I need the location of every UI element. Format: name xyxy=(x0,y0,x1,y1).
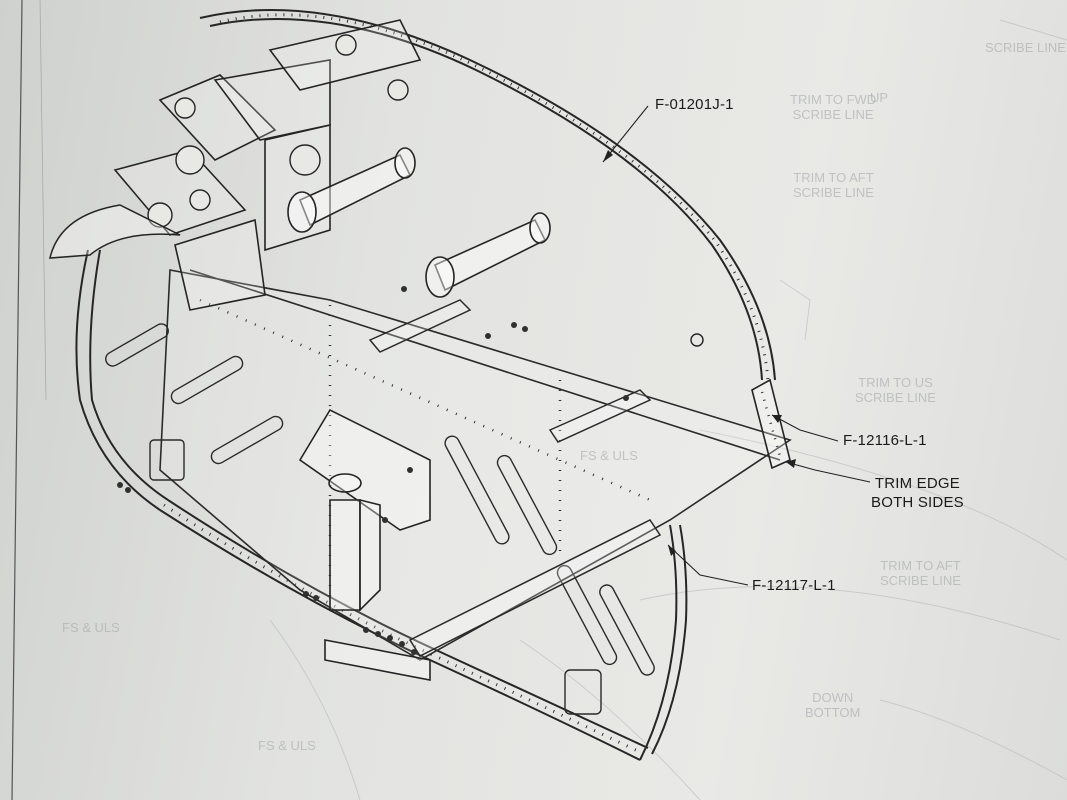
bleed-through-lines xyxy=(269,19,1067,800)
bottom-nutplate-brackets xyxy=(117,286,629,655)
ghost-trim-aft-top-line1: TRIM TO AFT xyxy=(793,170,874,185)
right-side-angle xyxy=(751,378,791,470)
outer-skin-outline xyxy=(75,9,776,511)
ghost-trim-aft-top-line2: SCRIBE LINE xyxy=(793,185,874,200)
callout-trim-edge-note: TRIM EDGE BOTH SIDES xyxy=(871,474,964,512)
ghost-scribe-edge: SCRIBE LINE xyxy=(985,40,1066,55)
floor-panel xyxy=(159,269,792,661)
ghost-trim-aft-low-line1: TRIM TO AFT xyxy=(880,558,961,573)
cross-member-channels xyxy=(368,299,662,657)
callout-arrowheads xyxy=(603,150,796,556)
forward-frame-structure xyxy=(113,19,422,311)
ghost-down-line2: BOTTOM xyxy=(805,705,861,720)
ghost-down-line1: DOWN xyxy=(812,690,854,705)
ghost-fs-uls-2: FS & ULS xyxy=(62,620,120,635)
tubular-cross-members xyxy=(287,147,551,298)
callout-skin-part-number: F-01201J-1 xyxy=(655,96,734,113)
ghost-trim-fwd-line2: SCRIBE LINE xyxy=(792,107,874,122)
ghost-trim-to-us-line1: TRIM TO US xyxy=(858,375,933,390)
ghost-trim-to-us-line2: SCRIBE LINE xyxy=(855,390,936,405)
floor-center-seam xyxy=(189,269,781,461)
trim-edge-line1: TRIM EDGE xyxy=(874,475,960,492)
ghost-trim-aft-top-note: TRIM TO AFT SCRIBE LINE xyxy=(793,170,874,200)
floor-lightening-slots xyxy=(105,323,655,715)
left-curved-gusset xyxy=(49,204,181,259)
callout-lower-angle-part-number: F-12117-L-1 xyxy=(752,577,836,594)
ghost-trim-fwd-line1: TRIM TO FWD xyxy=(790,92,877,107)
ghost-trim-aft-low-note: TRIM TO AFT SCRIBE LINE xyxy=(880,558,961,588)
ghost-up-label: UP xyxy=(870,90,889,105)
center-post-structure xyxy=(298,408,431,681)
floor-rivet-line-3 xyxy=(199,298,651,502)
frame-lightening-holes xyxy=(147,34,704,347)
ghost-down-note: DOWN BOTTOM xyxy=(805,690,860,720)
ghost-trim-aft-low-line2: SCRIBE LINE xyxy=(880,573,961,588)
trim-edge-line2: BOTH SIDES xyxy=(871,494,964,511)
ghost-fs-uls-3: FS & ULS xyxy=(258,738,316,753)
ghost-trim-to-us-note: TRIM TO US SCRIBE LINE xyxy=(855,375,936,405)
callout-upper-angle-part-number: F-12116-L-1 xyxy=(843,432,927,449)
ghost-fs-uls-1: FS & ULS xyxy=(580,448,638,463)
ghost-trim-fwd-note: TRIM TO FWD SCRIBE LINE xyxy=(790,92,876,122)
page-binding-edge xyxy=(11,0,47,800)
